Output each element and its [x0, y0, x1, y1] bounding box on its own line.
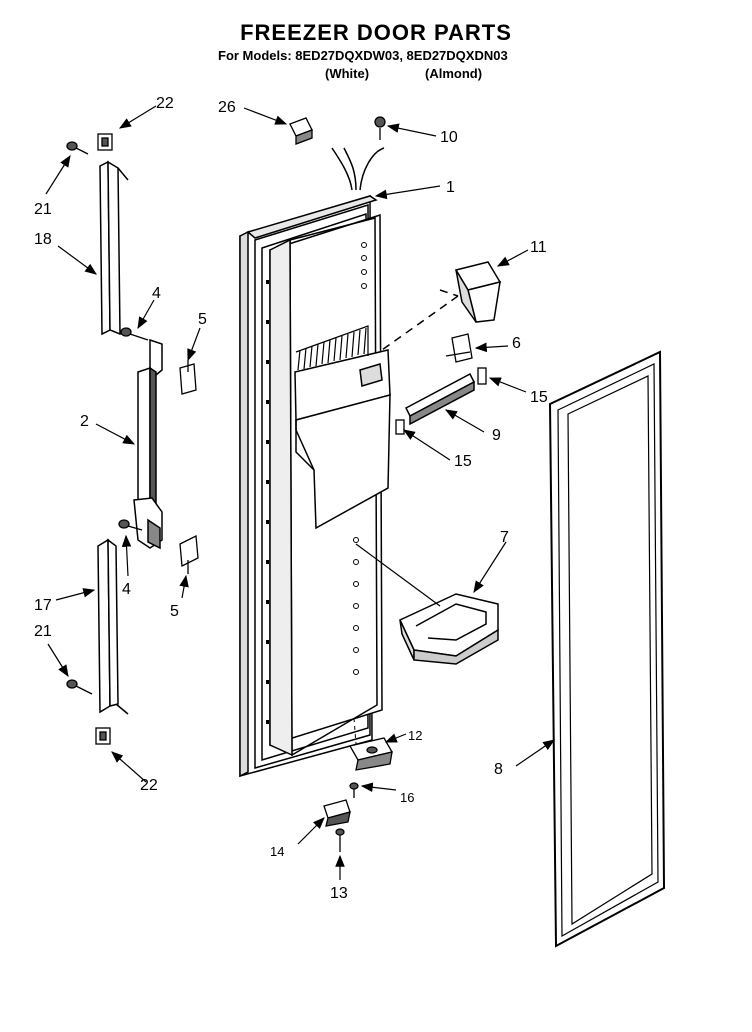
page-title: FREEZER DOOR PARTS	[240, 20, 512, 45]
screw-part-21-bottom	[66, 679, 93, 695]
callout-4-top: 4	[152, 285, 161, 302]
clip-part-22-bottom	[95, 727, 111, 745]
connector-part-26	[289, 117, 313, 145]
callout-5-top: 5	[198, 311, 207, 328]
bracket-part-5-top	[179, 360, 197, 395]
callout-10: 10	[440, 129, 458, 146]
callout-21-top: 21	[34, 201, 52, 218]
hinge-part-12	[349, 737, 393, 771]
gasket-part-8	[548, 350, 666, 948]
hinge-block-part-14	[323, 799, 351, 827]
callout-5-bottom: 5	[170, 603, 179, 620]
diagram-header: FREEZER DOOR PARTS For Models: 8ED27DQXD…	[0, 0, 752, 90]
trim-part-17	[97, 538, 129, 715]
ice-chute-grille	[295, 325, 369, 371]
clip-part-22-top	[97, 133, 113, 151]
callout-26: 26	[218, 99, 236, 116]
callout-13: 13	[330, 885, 348, 902]
screw-part-4-bottom	[118, 519, 143, 531]
screw-part-13	[335, 828, 345, 852]
trim-part-18	[99, 160, 129, 336]
callout-18: 18	[34, 231, 52, 248]
bracket-part-5-bottom	[179, 534, 199, 574]
callout-15-bottom: 15	[454, 453, 472, 470]
dispenser-housing	[294, 349, 391, 530]
callout-21-bottom: 21	[34, 623, 52, 640]
callout-2: 2	[80, 413, 89, 430]
shelf-bin-part-7	[399, 593, 499, 665]
screw-part-10	[374, 116, 386, 140]
ice-chute-part-11	[381, 261, 502, 351]
callout-labels: 26 10 1 22 21 18 4 5 2 4 5 17 21 22 11 6…	[34, 95, 548, 902]
variant-white: (White)	[325, 66, 370, 81]
callout-1: 1	[446, 179, 455, 196]
callout-9: 9	[492, 427, 501, 444]
callout-11: 11	[530, 239, 547, 256]
callout-6: 6	[512, 335, 521, 352]
screw-part-4-top	[120, 327, 149, 341]
callout-22-bottom: 22	[140, 777, 158, 794]
model-numbers: For Models: 8ED27DQXDW03, 8ED27DQXDN03	[218, 48, 508, 63]
callout-8: 8	[494, 761, 503, 778]
callout-4-bottom: 4	[122, 581, 131, 598]
variant-almond: (Almond)	[425, 66, 483, 81]
bin-leader	[355, 543, 441, 607]
leader-lines	[45, 105, 555, 880]
rail-part-9	[405, 372, 475, 426]
clip-part-15-bottom	[395, 419, 405, 435]
clip-part-6	[445, 333, 473, 363]
callout-12: 12	[408, 728, 422, 743]
door-edge-holes	[266, 280, 269, 724]
liner-dimples	[353, 242, 367, 675]
callout-7: 7	[500, 529, 509, 546]
screw-part-16	[349, 782, 359, 798]
clip-part-15-top	[477, 367, 487, 385]
callout-16: 16	[400, 790, 414, 805]
callout-14: 14	[270, 844, 284, 859]
screw-part-21-top	[66, 141, 89, 155]
callout-17: 17	[34, 597, 52, 614]
handle-part-2	[133, 338, 163, 550]
callout-22-top: 22	[156, 95, 174, 112]
wiring-harness	[331, 147, 385, 191]
callout-15-top: 15	[530, 389, 548, 406]
